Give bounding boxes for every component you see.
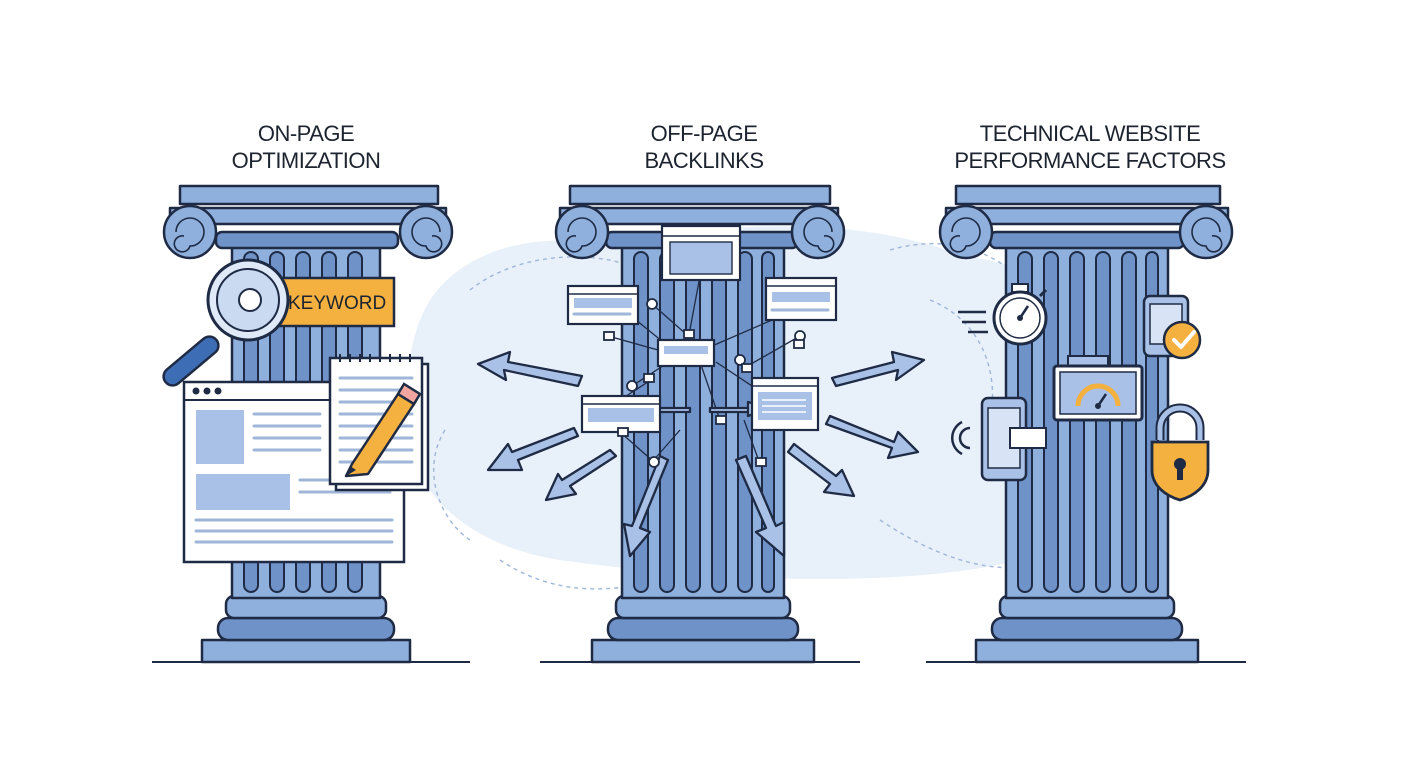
pillar-title-line2: PERFORMANCE FACTORS [954, 148, 1225, 173]
browser-window-icon [580, 394, 662, 434]
browser-window-icon [656, 338, 716, 368]
pillar-capital [568, 184, 832, 206]
pillar-title-line1: OFF-PAGE [651, 121, 758, 146]
smartphone-icon [951, 396, 1047, 482]
pillar-title-line2: BACKLINKS [645, 148, 764, 173]
checkmark-icon [1162, 320, 1202, 360]
padlock-icon [1150, 403, 1210, 502]
link-node-icon [603, 298, 806, 468]
browser-window-icon [660, 224, 742, 282]
pillar-title-line1: ON-PAGE [258, 121, 354, 146]
pillar-capital [178, 184, 440, 206]
pillar-base [590, 638, 816, 664]
gauge-icon [1052, 355, 1144, 422]
pillar-capital [954, 184, 1222, 206]
browser-window-icon [750, 376, 820, 432]
browser-window-icon [566, 284, 640, 326]
pillar-on-page: ON-PAGE OPTIMIZATION KEYWORD [152, 121, 470, 664]
pillar-technical: TECHNICAL WEBSITE PERFORMANCE FACTORS [926, 121, 1246, 664]
keyword-label: KEYWORD [288, 293, 386, 314]
pillar-base [200, 638, 412, 664]
pencil-icon [344, 382, 422, 478]
browser-window-icon [764, 276, 838, 322]
pillar-title-line2: OPTIMIZATION [232, 148, 381, 173]
magnifier-icon [162, 258, 290, 387]
pillar-title-line1: TECHNICAL WEBSITE [980, 121, 1201, 146]
stopwatch-icon [958, 283, 1048, 346]
pillar-off-page: OFF-PAGE BACKLINKS [476, 121, 926, 664]
pillar-base [974, 638, 1200, 664]
